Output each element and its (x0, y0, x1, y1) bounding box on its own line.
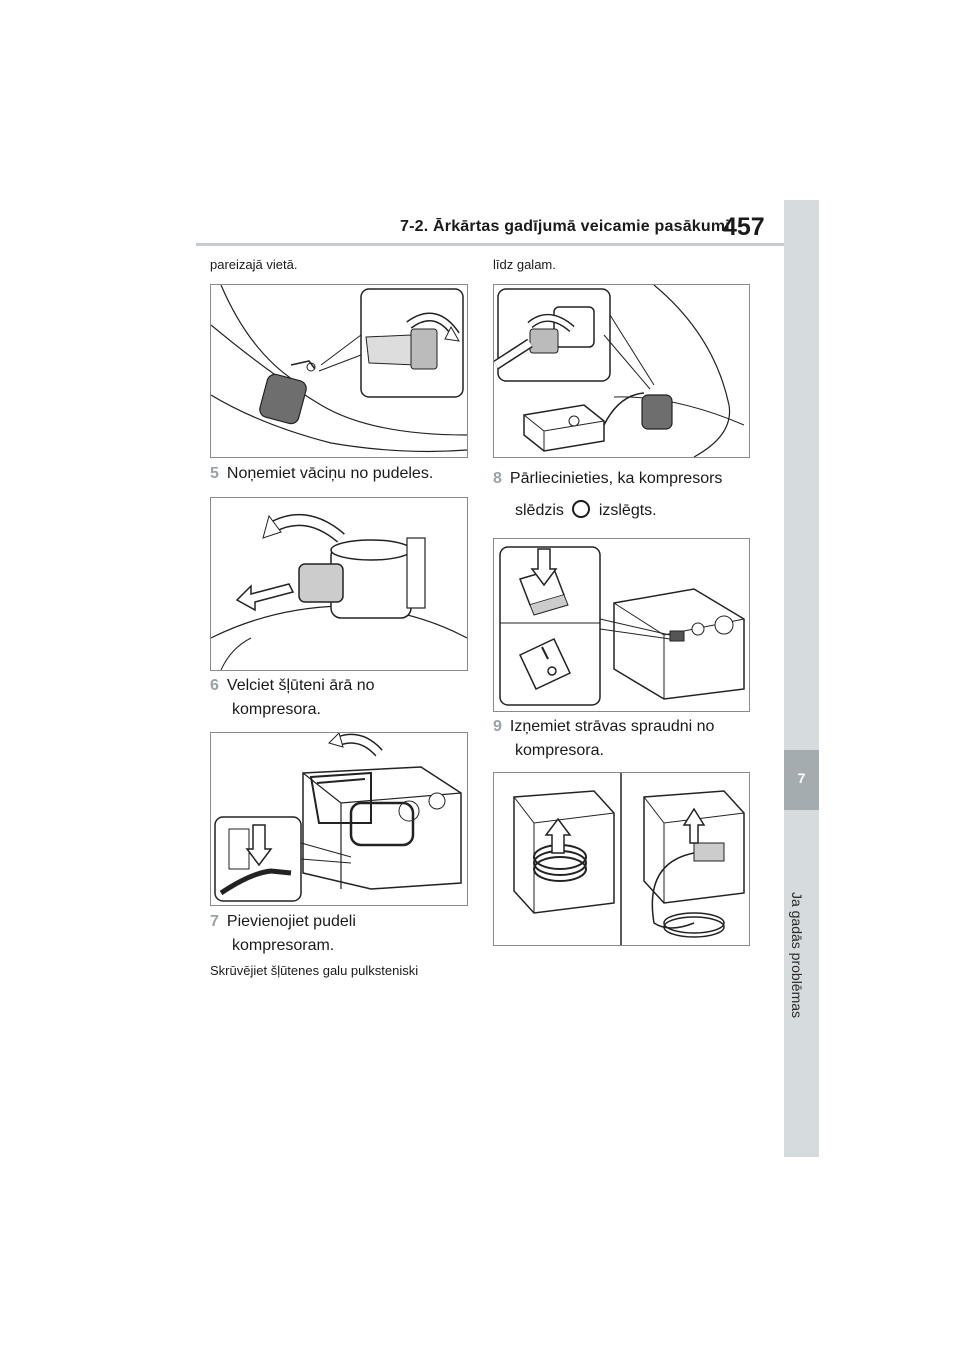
switch-off-illustration (499, 546, 745, 706)
step-number: 7 (210, 913, 219, 930)
step-9: 9 Izņemiet strāvas spraudni no kompresora… (493, 715, 714, 763)
step-number: 6 (210, 677, 219, 694)
chapter-number: 7 (797, 770, 806, 786)
figure-switch-off (493, 538, 750, 712)
continuation-text-left: pareizajā vietā. (210, 257, 298, 272)
power-off-icon (572, 500, 591, 518)
figure-remove-plug (493, 772, 750, 946)
step-number: 9 (493, 718, 502, 735)
step-7-note: Skrūvējiet šļūtenes galu pulksteniski (210, 963, 419, 978)
bottle-valve-illustration (211, 285, 467, 453)
chapter-number-box (784, 750, 819, 810)
step-number: 5 (210, 465, 219, 482)
chapter-label-wrap: Ja gadās problēmas (789, 892, 811, 1075)
header-divider (196, 243, 784, 246)
step-text-after-icon: izslēgts. (598, 502, 657, 519)
chapter-side-tab (784, 200, 819, 1157)
step-text: Noņemiet vāciņu no pudeles. (226, 465, 434, 482)
step-text-line1: Pārliecinieties, ka kompresors (509, 470, 723, 487)
step-number: 8 (493, 470, 502, 487)
step-text-before-icon: slēdzis (515, 502, 564, 519)
figure-bottle-on-valve (210, 284, 468, 458)
step-text-line1: Velciet šļūteni ārā no (226, 677, 375, 694)
step-6: 6 Velciet šļūteni ārā no kompresora. (210, 674, 375, 722)
step-text-line2: kompresora. (232, 701, 321, 718)
step-text-line2: kompresoram. (232, 937, 335, 954)
screw-hose-illustration (494, 285, 745, 457)
continuation-text-right: līdz galam. (493, 257, 556, 272)
remove-plug-illustration (513, 773, 745, 945)
step-5: 5 Noņemiet vāciņu no pudeles. (210, 462, 433, 486)
section-title: 7-2. Ārkārtas gadījumā veicamie pasākumi (400, 218, 730, 235)
figure-pull-hose (210, 732, 468, 906)
step-text-line1: Pievienojiet pudeli (226, 913, 356, 930)
chapter-label: Ja gadās problēmas (789, 891, 805, 1019)
step-text-line2: kompresora. (515, 742, 604, 759)
figure-screw-hose (493, 284, 750, 458)
step-text-line1: Izņemiet strāvas spraudni no (509, 718, 715, 735)
page-number: 457 (723, 213, 765, 241)
remove-cap-illustration (211, 514, 467, 670)
step-7: 7 Pievienojiet pudeli kompresoram. (210, 910, 356, 958)
figure-remove-cap (210, 497, 468, 671)
pull-hose-illustration (214, 733, 462, 902)
